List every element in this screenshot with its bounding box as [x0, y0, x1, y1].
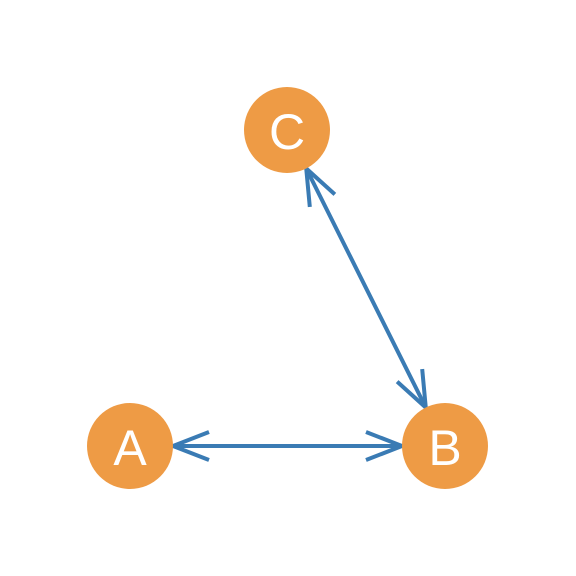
node-label: C: [269, 104, 305, 160]
node-a: A: [87, 403, 173, 489]
edge-a-b: [167, 430, 408, 462]
arrowhead-to-c: [303, 163, 337, 208]
node-label: B: [428, 420, 461, 476]
edge-b-c: [303, 163, 429, 413]
node-circle: [402, 403, 488, 489]
nodes-layer: A B C: [87, 87, 488, 489]
edge-line: [304, 167, 428, 409]
edges-layer: [167, 163, 429, 462]
node-c: C: [244, 87, 330, 173]
node-circle: [244, 87, 330, 173]
node-b: B: [402, 403, 488, 489]
node-label: A: [113, 420, 147, 476]
node-circle: [87, 403, 173, 489]
